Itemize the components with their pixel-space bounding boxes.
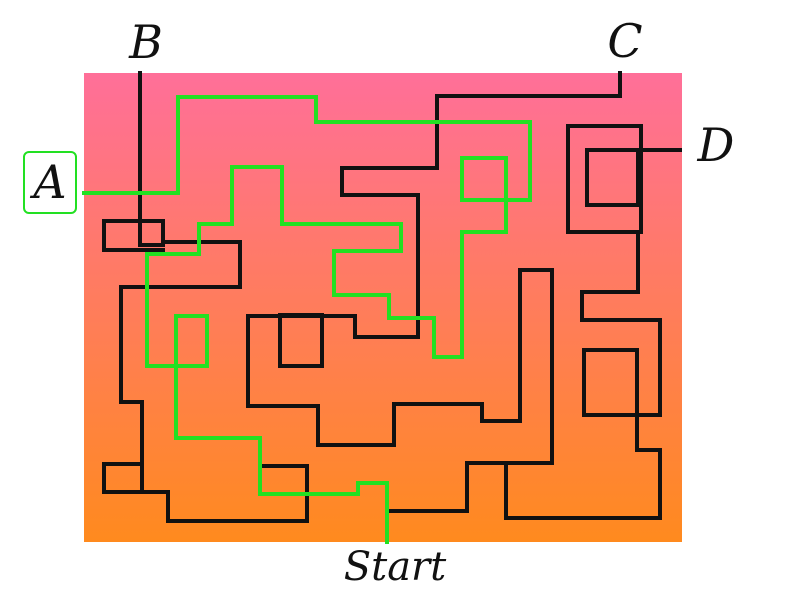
label-start: Start xyxy=(344,544,447,590)
solution-path xyxy=(82,95,532,544)
maze-walls xyxy=(102,71,682,523)
maze-background xyxy=(84,73,682,542)
label-a-box xyxy=(23,151,77,214)
label-d: D xyxy=(697,118,735,172)
label-a: A xyxy=(29,155,66,209)
label-c: C xyxy=(607,14,642,68)
label-b: B xyxy=(128,15,163,69)
